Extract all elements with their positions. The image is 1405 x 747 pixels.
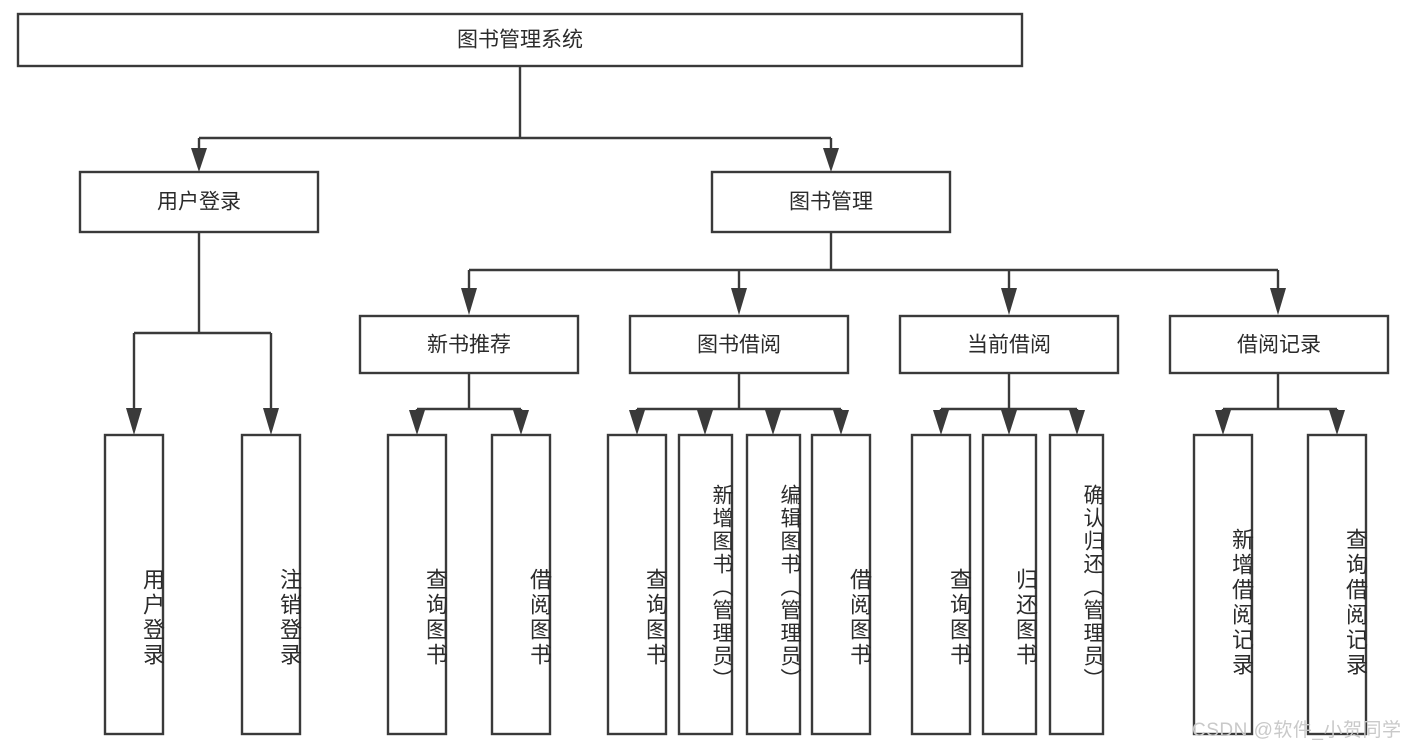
node-user-login-box[interactable]	[78, 170, 320, 234]
leaf-box-new-book-0[interactable]	[386, 433, 448, 736]
arrow-cb-1	[933, 410, 949, 435]
arrow-cb-3	[1069, 410, 1085, 435]
node-borrow-records-label: 借阅记录	[1237, 334, 1321, 357]
csdn-watermark: CSDN @软件_小贺同学	[1192, 720, 1402, 741]
connector-group-current-borrow	[933, 373, 1085, 435]
connector-group-user-login	[126, 232, 279, 435]
arrow-bb-4	[833, 410, 849, 435]
arrow-bm-1	[461, 288, 477, 315]
leaf-box-current-borrow-1[interactable]	[981, 433, 1038, 736]
node-new-book-recommend-label: 新书推荐	[427, 334, 511, 357]
leaf-box-borrow-records-0[interactable]	[1192, 433, 1254, 736]
leaf-box-book-borrow-0[interactable]	[606, 433, 668, 736]
node-user-login-label: 用户登录	[157, 191, 241, 214]
leaf-box-book-borrow-1[interactable]	[677, 433, 734, 736]
node-current-borrow-box[interactable]	[898, 314, 1120, 375]
node-book-manage-label: 图书管理	[789, 191, 873, 214]
node-book-manage-box[interactable]	[710, 170, 952, 234]
leaf-box-user-login-1[interactable]	[240, 433, 302, 736]
node-root[interactable]: 图书管理系统	[16, 12, 1024, 68]
arrow-root-to-book	[823, 148, 839, 172]
node-current-borrow-label: 当前借阅	[967, 334, 1051, 357]
arrow-cb-2	[1001, 410, 1017, 435]
node-user-login[interactable]: 用户登录	[78, 170, 320, 234]
connector-group-book-manage	[461, 232, 1286, 315]
connector-group-book-borrow	[629, 373, 849, 435]
arrow-bm-2	[731, 288, 747, 315]
arrow-bb-2	[697, 410, 713, 435]
connector-group-new-book	[409, 373, 529, 435]
leaf-box-borrow-records-1[interactable]	[1306, 433, 1368, 736]
node-book-borrow-box[interactable]	[628, 314, 850, 375]
node-root-label: 图书管理系统	[457, 29, 583, 52]
node-book-manage[interactable]: 图书管理	[710, 170, 952, 234]
node-book-borrow-label: 图书借阅	[697, 334, 781, 357]
node-borrow-records[interactable]: 借阅记录	[1168, 314, 1390, 375]
leaf-box-current-borrow-2[interactable]	[1048, 433, 1105, 736]
leaf-box-book-borrow-3[interactable]	[810, 433, 872, 736]
node-root-box[interactable]	[16, 12, 1024, 68]
arrow-user-leaf-1	[126, 408, 142, 435]
node-book-borrow[interactable]: 图书借阅	[628, 314, 850, 375]
connector-group-root	[191, 66, 839, 172]
arrow-bm-4	[1270, 288, 1286, 315]
node-current-borrow[interactable]: 当前借阅	[898, 314, 1120, 375]
arrow-user-leaf-2	[263, 408, 279, 435]
arrow-nb-2	[513, 410, 529, 435]
arrow-bm-3	[1001, 288, 1017, 315]
leaf-box-new-book-1[interactable]	[490, 433, 552, 736]
leaf-box-book-borrow-2[interactable]	[745, 433, 802, 736]
arrow-br-1	[1215, 410, 1231, 435]
leaf-box-user-login-0[interactable]	[103, 433, 165, 736]
node-new-book-recommend[interactable]: 新书推荐	[358, 314, 580, 375]
node-borrow-records-box[interactable]	[1168, 314, 1390, 375]
arrow-br-2	[1329, 410, 1345, 435]
node-new-book-recommend-box[interactable]	[358, 314, 580, 375]
leaf-box-current-borrow-0[interactable]	[910, 433, 972, 736]
arrow-root-to-user	[191, 148, 207, 172]
arrow-bb-1	[629, 410, 645, 435]
arrow-bb-3	[765, 410, 781, 435]
arrow-nb-1	[409, 410, 425, 435]
connector-group-borrow-records	[1215, 373, 1345, 435]
